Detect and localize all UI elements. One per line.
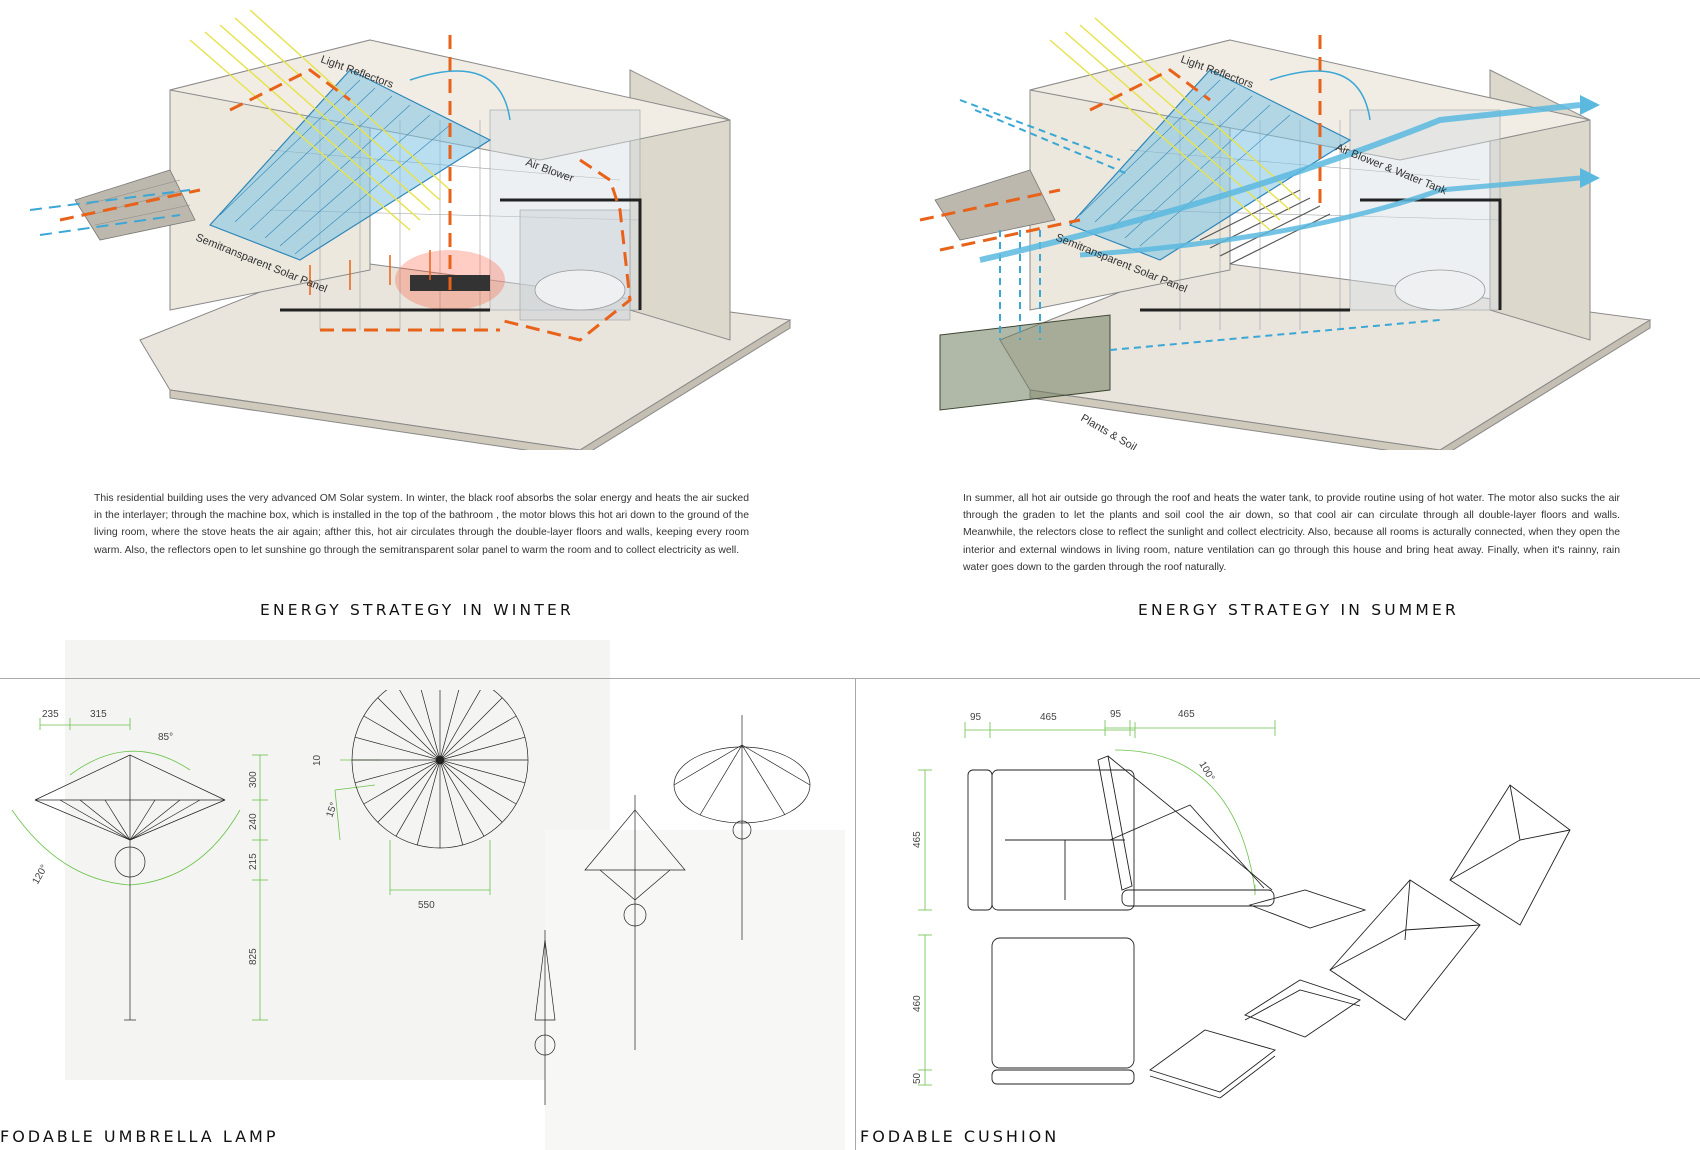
plan-umbrella-rib [439, 759, 485, 837]
summer-heading: ENERGY STRATEGY IN SUMMER [1138, 601, 1459, 619]
cushion-dim-b-w1: 95 [1110, 709, 1122, 720]
plan-umbrella-rib [354, 736, 441, 761]
plan-umbrella-rib [377, 697, 441, 761]
plan-umbrella-rib [439, 690, 460, 761]
plan-umbrella-rib [377, 759, 441, 823]
cushion-dim-angle: 100° [1196, 760, 1216, 783]
cushion-dim-a-w2: 465 [1040, 712, 1057, 723]
plan-umbrella-rib [439, 759, 517, 805]
section-divider-horizontal [0, 678, 1700, 679]
lamp-dim-w2: 315 [90, 709, 107, 720]
cushion-dim-h2: 460 [912, 995, 923, 1012]
section-divider-vertical [855, 678, 856, 1150]
plan-umbrella-rib [439, 759, 464, 846]
lamp-dim-angle-side: 120° [31, 863, 51, 886]
plan-umbrella-rib [420, 690, 441, 761]
plan-umbrella-rib [363, 759, 441, 805]
plan-umbrella-rib [416, 759, 441, 846]
summer-label-plants-soil: Plants & Soil [1079, 412, 1139, 450]
cushion-drawings: 95 465 95 465 465 460 50 100° [860, 690, 1700, 1110]
lamp-drawing-background [65, 640, 610, 1080]
plan-umbrella-rib [439, 759, 526, 784]
lamp-dim-w1: 235 [42, 709, 59, 720]
cushion-heading: FODABLE CUSHION [860, 1127, 1060, 1146]
summer-diagram: Light Reflectors Air Blower & Water Tank… [880, 10, 1690, 450]
plan-umbrella-rib [395, 759, 441, 837]
plan-umbrella-rib [439, 759, 503, 823]
lamp-drawings: 235 315 85° 120° 300 240 215 825 10 15° … [0, 690, 850, 1110]
winter-diagram: Light Reflectors Air Blower Semitranspar… [20, 10, 800, 450]
cushion-dim-h1: 465 [912, 831, 923, 848]
lamp-perspective-background [545, 830, 845, 1150]
lamp-dim-angle-top: 85° [158, 732, 173, 743]
lamp-heading: FODABLE UMBRELLA LAMP [0, 1127, 279, 1146]
winter-paragraph: This residential building uses the very … [94, 493, 749, 556]
cushion-dim-h3: 50 [912, 1072, 923, 1084]
plan-umbrella-rib [439, 690, 481, 761]
lamp-dim-h4: 825 [248, 948, 259, 965]
lamp-dim-h3: 215 [248, 853, 259, 870]
plan-umbrella-rib [399, 690, 441, 761]
cushion-dim-b-w2: 465 [1178, 709, 1195, 720]
plan-umbrella-rib [439, 697, 503, 761]
plan-umbrella-rib [354, 759, 441, 784]
lamp-dim-h2: 240 [248, 813, 259, 830]
lamp-dim-plan-angle: 15° [324, 801, 340, 819]
summer-paragraph: In summer, all hot air outside go throug… [963, 493, 1620, 573]
cushion-dim-a-w1: 95 [970, 712, 982, 723]
plan-umbrella-rib [363, 715, 441, 761]
plan-umbrella-rib [439, 736, 526, 761]
winter-heading: ENERGY STRATEGY IN WINTER [260, 601, 574, 619]
lamp-dim-plan-width: 550 [418, 900, 435, 911]
lamp-dim-h1: 300 [248, 771, 259, 788]
plan-umbrella-rib [439, 715, 517, 761]
lamp-dim-plan-offset: 10 [312, 754, 323, 766]
